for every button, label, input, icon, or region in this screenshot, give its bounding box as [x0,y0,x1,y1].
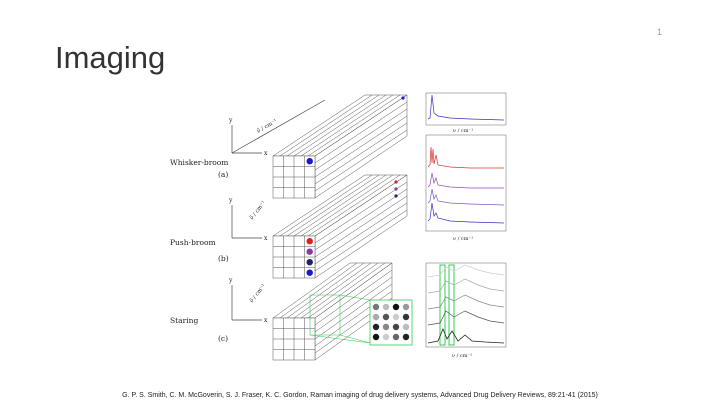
spectrum-box-c [425,262,507,348]
back-dot-red-b [394,180,398,184]
green-slice-c [309,294,371,344]
pixel-dot-blue-b [306,269,313,276]
axis-x-label-a: x [264,150,268,157]
imaging-modes-figure: y x ν̃ / cm⁻¹ Whisker-broom (a) ν / cm⁻¹ [170,92,507,361]
citation: G. P. S. Smith, C. M. McGoverin, S. J. F… [122,392,598,399]
axis-y-label-a: y [228,117,233,124]
axis-y-label-c: y [228,277,233,284]
panel-push-broom: y x ν̃ / cm⁻¹ Push-broom (b) [170,134,507,279]
pixel-dot-a [306,158,313,165]
spectrum-box-a [425,92,507,126]
pixel-dot-back-a [401,96,405,100]
axes-c [231,285,262,321]
axis-y-label-b: y [228,197,233,204]
mode-label-staring: Staring [170,316,198,325]
pixel-dot-navy-b [306,259,313,266]
spectrum-xlabel-b: ν / cm⁻¹ [453,236,473,242]
panel-tag-a: (a) [218,170,228,179]
slide-title: Imaging [55,40,166,75]
axis-wavenumber-label-c: ν̃ / cm⁻¹ [248,282,267,304]
axis-x-label-b: x [264,235,268,242]
axes-b [231,205,262,239]
panel-tag-c: (c) [218,334,228,343]
slide-number: 1 [657,27,663,37]
panel-tag-b: (b) [218,254,229,263]
panel-staring: y x ν̃ / cm⁻¹ [170,262,507,361]
cube-a [272,94,408,199]
axis-wavenumber-label-b: ν̃ / cm⁻¹ [248,199,267,221]
spectrum-xlabel-c: ν / cm⁻¹ [452,353,472,359]
spectrum-box-b [425,134,507,232]
mode-label-whisker-broom: Whisker-broom [170,158,228,167]
axis-x-label-c: x [264,317,268,324]
back-dot-purple-b [394,187,398,191]
pixel-dot-red-b [306,238,313,245]
pixel-map-c [369,299,413,346]
back-dot-navy-b [394,194,398,198]
pixel-dot-purple-b [306,248,313,255]
mode-label-push-broom: Push-broom [170,238,216,247]
axis-wavenumber-label-a: ν̃ / cm⁻¹ [256,118,279,135]
spectrum-xlabel-a: ν / cm⁻¹ [453,128,473,134]
axes-a [231,99,326,154]
